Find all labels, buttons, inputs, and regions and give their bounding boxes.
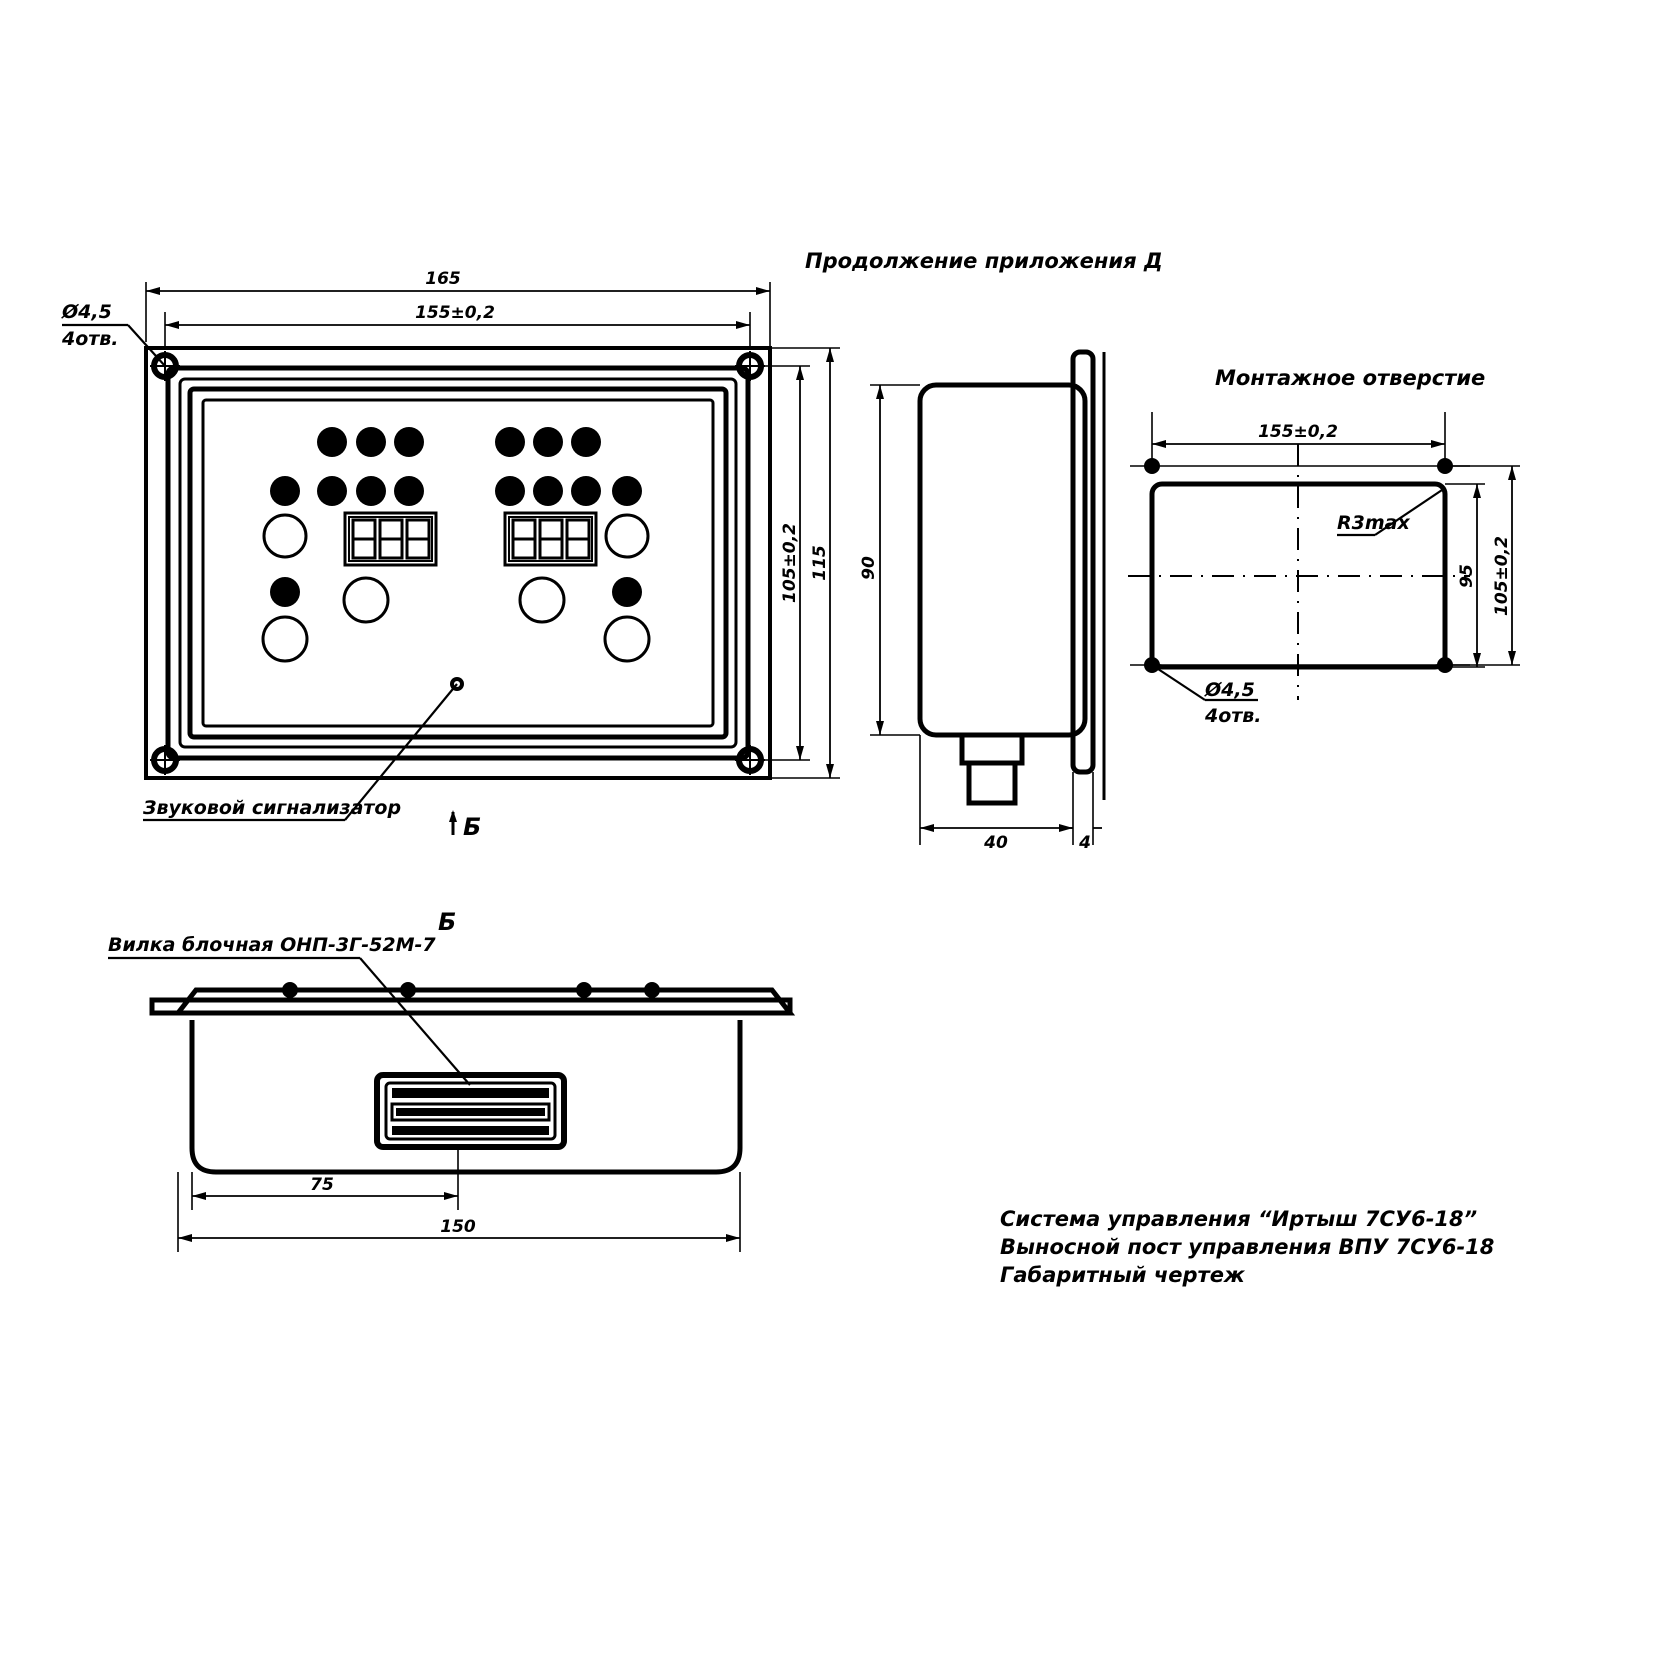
- dim-value-75: 75: [310, 1175, 334, 1195]
- push-button[interactable]: [603, 615, 651, 663]
- dim-155: 155±0,2: [164, 303, 751, 348]
- flange-screw: [400, 982, 416, 998]
- hole-note-diameter-mount: Ø4,5: [1204, 679, 1255, 701]
- led-indicator[interactable]: [571, 427, 601, 457]
- dim-105-front: 105±0,2: [750, 365, 810, 761]
- dim-value-155: 155±0,2: [415, 303, 495, 323]
- dim-90: 90: [859, 384, 920, 736]
- dim-value-105-front: 105±0,2: [780, 523, 800, 603]
- bottom-housing-body: [189, 1020, 743, 1175]
- front-view: Звуковой сигнализатор Б Ø4,5 4отв. 165: [61, 269, 840, 841]
- front-panel-face: [201, 398, 715, 728]
- dim-40: 40: [919, 735, 1074, 853]
- dim-75: 75: [191, 1147, 459, 1210]
- led-indicator[interactable]: [317, 427, 347, 457]
- dim-115: 115: [770, 347, 840, 779]
- push-button[interactable]: [518, 576, 566, 624]
- dim-value-4: 4: [1078, 833, 1091, 853]
- led-indicator[interactable]: [356, 427, 386, 457]
- bottom-view-mark: Б: [438, 908, 456, 936]
- hole-note-count: 4отв.: [61, 328, 119, 350]
- led-indicator[interactable]: [495, 476, 525, 506]
- dim-value-90: 90: [859, 556, 879, 580]
- title-line-1: Система управления “Иртыш 7СУ6-18”: [1000, 1207, 1477, 1231]
- led-indicator[interactable]: [317, 476, 347, 506]
- dim-value-155-mount: 155±0,2: [1258, 422, 1338, 442]
- push-button[interactable]: [261, 615, 309, 663]
- dim-value-115: 115: [810, 545, 830, 581]
- led-indicator[interactable]: [571, 476, 601, 506]
- led-indicator[interactable]: [394, 476, 424, 506]
- title-line-3: Габаритный чертеж: [1000, 1263, 1246, 1287]
- led-indicator[interactable]: [612, 476, 642, 506]
- section-letter: Б: [463, 813, 481, 841]
- buzzer-callout: Звуковой сигнализатор: [142, 677, 464, 822]
- dim-95: 95: [1445, 483, 1485, 668]
- digital-display: [343, 511, 438, 567]
- push-button[interactable]: [604, 513, 650, 559]
- bottom-connector: [374, 1072, 567, 1150]
- side-view: 90 40 4: [859, 349, 1106, 853]
- hole-callout-front: Ø4,5 4отв.: [61, 301, 166, 367]
- bottom-view: Б Вилка блочная ОНП-3Г-52М-7: [108, 908, 796, 1252]
- flange-screw: [644, 982, 660, 998]
- dim-value-95: 95: [1457, 564, 1477, 588]
- led-indicator[interactable]: [495, 427, 525, 457]
- dim-150: 150: [177, 1172, 741, 1252]
- title-line-2: Выносной пост управления ВПУ 7СУ6-18: [1000, 1235, 1494, 1259]
- led-indicator[interactable]: [612, 577, 642, 607]
- led-indicator[interactable]: [270, 577, 300, 607]
- push-button[interactable]: [342, 576, 390, 624]
- dim-4: 4: [1064, 772, 1102, 853]
- led-indicator[interactable]: [533, 476, 563, 506]
- push-button[interactable]: [262, 513, 308, 559]
- hole-note-count-mount: 4отв.: [1204, 705, 1262, 727]
- digital-display: [503, 511, 598, 567]
- mounting-hole-title: Монтажное отверстие: [1215, 366, 1485, 390]
- hole-note-diameter: Ø4,5: [61, 301, 112, 323]
- led-indicator[interactable]: [394, 427, 424, 457]
- dim-value-40: 40: [983, 833, 1008, 853]
- side-flange: [1070, 349, 1096, 775]
- front-indicator-group-left: [261, 427, 438, 663]
- dim-165: 165: [145, 269, 771, 348]
- led-indicator[interactable]: [270, 476, 300, 506]
- header-note: Продолжение приложения Д: [805, 249, 1163, 273]
- front-indicator-group-right: [495, 427, 651, 663]
- dim-value-150: 150: [440, 1217, 476, 1237]
- front-outer-flange: [144, 346, 772, 780]
- section-mark-b-front: Б: [449, 810, 481, 841]
- radius-callout: R3max: [1337, 487, 1446, 537]
- connector-callout: Вилка блочная ОНП-3Г-52М-7: [108, 934, 471, 1086]
- led-indicator[interactable]: [533, 427, 563, 457]
- led-indicator[interactable]: [356, 476, 386, 506]
- dim-value-105-mount: 105±0,2: [1492, 536, 1512, 616]
- front-bezel-ring-2: [178, 377, 738, 749]
- title-block: Система управления “Иртыш 7СУ6-18” Вынос…: [1000, 1207, 1494, 1287]
- side-connector-body: [966, 760, 1018, 806]
- connector-label: Вилка блочная ОНП-3Г-52М-7: [108, 934, 436, 956]
- radius-note: R3max: [1337, 512, 1410, 534]
- dim-105-mount: 105±0,2: [1445, 465, 1520, 666]
- flange-screw: [576, 982, 592, 998]
- front-bezel-ring-1: [165, 365, 751, 761]
- mounting-hole-view: Монтажное отверстие R3max 155±0,2: [1128, 366, 1520, 727]
- dim-155-mount: 155±0,2: [1151, 412, 1446, 460]
- flange-screw: [282, 982, 298, 998]
- bottom-flange-plate: [149, 997, 793, 1016]
- dim-value-165: 165: [425, 269, 461, 289]
- front-bezel-ring-3: [187, 386, 729, 740]
- hole-callout-mount: Ø4,5 4отв.: [1151, 664, 1262, 727]
- buzzer-label: Звуковой сигнализатор: [142, 797, 401, 819]
